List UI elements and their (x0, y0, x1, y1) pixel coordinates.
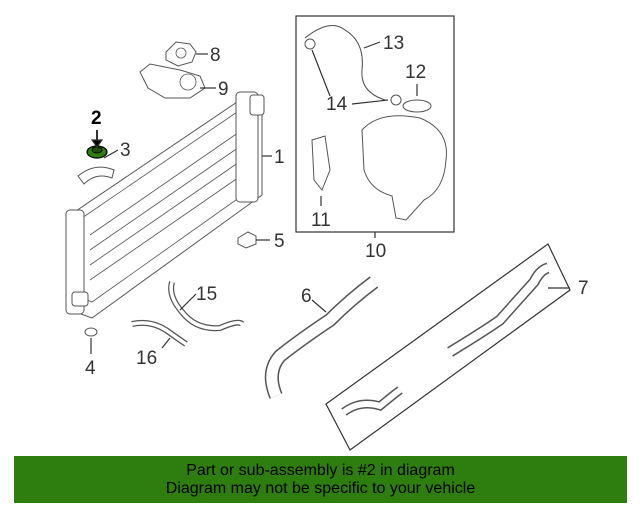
part-4-grommet (84, 327, 98, 337)
callout-8: 8 (210, 45, 221, 66)
callout-10: 10 (365, 241, 386, 262)
hose-15-16 (131, 281, 245, 347)
callout-13: 13 (383, 33, 404, 54)
callout-11: 11 (311, 210, 331, 231)
mount-9 (139, 63, 206, 99)
callout-12: 12 (405, 62, 426, 83)
callout-5: 5 (274, 231, 285, 252)
hose-6 (264, 276, 379, 399)
callout-15: 15 (196, 284, 217, 305)
callout-leaders (90, 41, 570, 354)
callout-2: 2 (91, 108, 102, 129)
callout-4: 4 (85, 358, 96, 379)
callout-6: 6 (301, 286, 312, 307)
banner-line-1: Part or sub-assembly is #2 in diagram (186, 461, 455, 479)
bracket-8 (165, 41, 197, 67)
radiator (65, 91, 265, 319)
part-5-mount (237, 231, 257, 249)
callout-16: 16 (136, 348, 157, 369)
callout-1: 1 (274, 147, 285, 168)
callout-3: 3 (120, 140, 131, 161)
callout-7: 7 (578, 278, 589, 299)
callout-9: 9 (218, 79, 229, 100)
hose-box-7 (325, 243, 571, 451)
banner-line-2: Diagram may not be specific to your vehi… (165, 479, 476, 497)
reservoir-box (295, 15, 455, 233)
part-3-insulator (77, 166, 115, 185)
callout-14: 14 (326, 94, 348, 115)
info-banner: Part or sub-assembly is #2 in diagram Di… (14, 456, 627, 503)
